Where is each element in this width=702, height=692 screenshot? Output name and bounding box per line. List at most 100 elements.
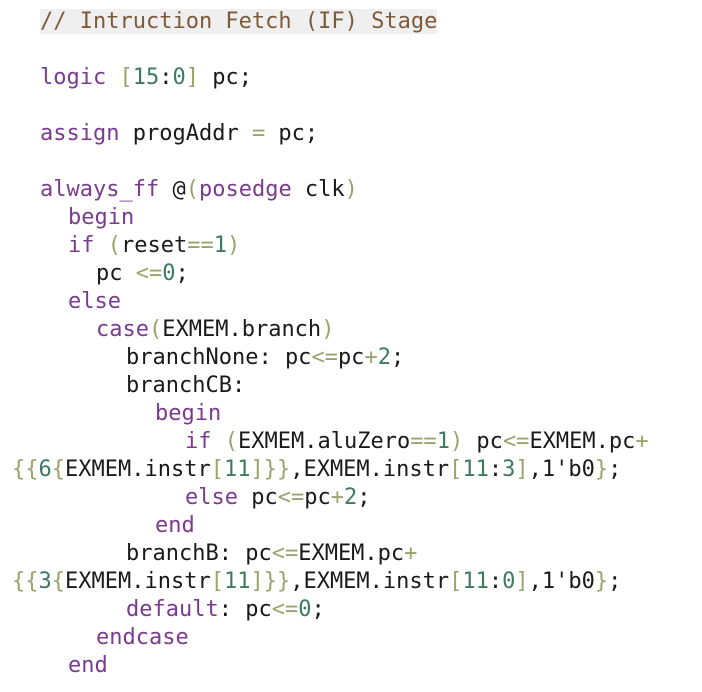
token-plain: ,EXMEM.instr [290, 569, 450, 594]
token-plain: ,1'b0 [528, 457, 595, 482]
token-number: 6 [38, 457, 52, 482]
token-number: 0 [298, 597, 312, 622]
token-operator: == [187, 233, 214, 258]
code-line-always-ff: always_ff @(posedge clk) [40, 176, 358, 204]
token-bracket: [ [449, 569, 463, 594]
token-plain: ; [608, 457, 622, 482]
token-plain: pc [96, 261, 136, 286]
token-keyword: else [185, 485, 238, 510]
token-operator: <= [502, 429, 530, 454]
token-number: 3 [502, 457, 516, 482]
token-operator: + [404, 541, 418, 566]
token-bracket: [ [210, 569, 224, 594]
token-number: 11 [223, 569, 251, 594]
token-bracket: }} [263, 569, 291, 594]
token-plain: progAddr [119, 121, 252, 146]
code-line-branch-none: branchNone: pc<=pc+2; [126, 344, 404, 372]
token-plain: pc; [198, 65, 252, 90]
token-keyword: if [185, 429, 212, 454]
token-plain: branchCB: [126, 373, 246, 398]
token-number: 2 [343, 485, 358, 510]
token-bracket: { [51, 569, 65, 594]
token-comment: // Intruction Fetch (IF) Stage [40, 9, 438, 34]
token-number: 0 [162, 261, 176, 286]
token-operator: <= [311, 345, 338, 370]
token-bracket: ] [250, 569, 264, 594]
token-plain: : pc [218, 597, 272, 622]
token-bracket: ] [515, 457, 529, 482]
token-keyword: end [155, 513, 195, 538]
token-number: 11 [462, 457, 489, 482]
token-bracket: ] [250, 457, 264, 482]
token-operator: <= [135, 261, 163, 286]
token-number: 11 [223, 457, 251, 482]
token-number: 3 [38, 569, 52, 594]
token-keyword: default [126, 597, 219, 622]
code-line-else-2: else pc<=pc+2; [185, 484, 370, 512]
code-line-if-reset: if (reset==1) [68, 232, 240, 260]
token-bracket: } [594, 457, 609, 482]
token-bracket: ) [321, 317, 335, 342]
token-keyword: posedge [198, 177, 292, 202]
token-keyword: assign [40, 121, 120, 146]
code-line-begin-1: begin [68, 204, 134, 232]
token-keyword: end [68, 653, 108, 678]
token-plain: branchB: pc [126, 541, 272, 566]
token-plain: EXMEM.pc [529, 429, 636, 454]
token-bracket: ( [107, 233, 121, 258]
code-line-begin-2: begin [155, 400, 221, 428]
token-operator: + [635, 429, 649, 454]
token-plain: ; [608, 569, 622, 594]
token-bracket: ) [449, 429, 464, 454]
token-keyword: logic [40, 65, 107, 90]
code-line-end-1: end [155, 512, 195, 540]
token-plain: ; [390, 345, 405, 370]
token-number: 0 [172, 65, 186, 90]
token-bracket: ) [344, 177, 358, 202]
token-plain: pc [463, 429, 503, 454]
token-plain: ,EXMEM.instr [290, 457, 450, 482]
code-line-default: default: pc<=0; [126, 596, 325, 624]
token-operator: == [410, 429, 437, 454]
token-number: 2 [377, 345, 391, 370]
token-bracket: [ [119, 65, 133, 90]
token-keyword: endcase [96, 625, 189, 650]
token-keyword: else [68, 289, 121, 314]
token-plain [106, 65, 119, 90]
code-line-branch-cb: branchCB: [126, 372, 245, 400]
token-bracket: ( [148, 317, 163, 342]
code-line-case: case(EXMEM.branch) [96, 316, 334, 344]
code-line-end-2: end [68, 652, 108, 680]
token-bracket: {{ [12, 569, 39, 594]
code-line-assign: assign progAddr = pc; [40, 120, 318, 148]
token-keyword: if [68, 233, 95, 258]
code-line-b-concat: {{3{EXMEM.instr[11]}},EXMEM.instr[11:0],… [12, 568, 621, 596]
token-keyword: begin [155, 401, 222, 426]
token-operator: = [251, 121, 266, 146]
token-bracket: ) [226, 233, 241, 258]
token-plain: EXMEM.pc [298, 541, 405, 566]
code-line-logic-decl: logic [15:0] pc; [40, 64, 252, 92]
token-operator: <= [271, 597, 299, 622]
token-operator: <= [277, 485, 305, 510]
token-plain: : [159, 65, 173, 90]
token-plain: @ [159, 177, 186, 202]
token-plain: clk [291, 177, 345, 202]
code-line-else-1: else [68, 288, 121, 316]
token-bracket: [ [210, 457, 224, 482]
token-number: 0 [502, 569, 516, 594]
token-plain: : [488, 457, 503, 482]
token-operator: + [364, 345, 378, 370]
token-keyword: case [96, 317, 149, 342]
token-operator: + [330, 485, 344, 510]
token-bracket: [ [449, 457, 463, 482]
code-line-if-alu-zero: if (EXMEM.aluZero==1) pc<=EXMEM.pc+ [185, 428, 649, 456]
code-line-cb-concat: {{6{EXMEM.instr[11]}},EXMEM.instr[11:3],… [12, 456, 621, 484]
token-plain: pc [237, 485, 278, 510]
token-plain: EXMEM.aluZero [238, 429, 411, 454]
token-plain: ,1'b0 [528, 569, 595, 594]
token-bracket: { [51, 457, 65, 482]
token-number: 1 [213, 233, 227, 258]
token-plain: : [488, 569, 503, 594]
